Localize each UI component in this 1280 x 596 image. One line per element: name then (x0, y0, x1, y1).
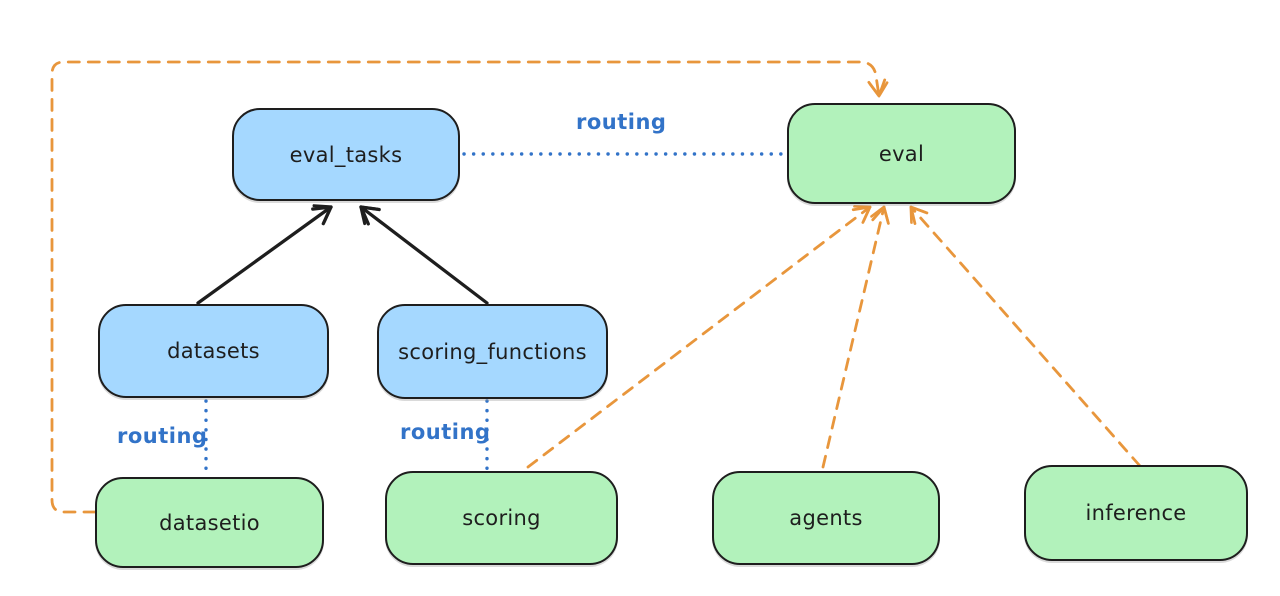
node-datasets: datasets (98, 304, 329, 398)
node-eval-tasks: eval_tasks (232, 108, 460, 201)
edge-datasets-to-eval-tasks (196, 204, 333, 305)
node-scoring-label: scoring (462, 506, 541, 530)
node-eval-label: eval (878, 141, 925, 166)
edge-label-routing-scoring-functions-scoring: routing (400, 420, 491, 444)
edge-label-routing-eval-tasks-eval: routing (576, 110, 667, 134)
node-scoring-functions: scoring_functions (377, 304, 608, 399)
edge-label-routing-datasets-datasetio: routing (117, 424, 208, 448)
node-datasetio: datasetio (95, 477, 324, 568)
node-eval-tasks-label: eval_tasks (289, 142, 403, 167)
node-agents-label: agents (789, 506, 863, 530)
edge-scoring-to-eval-dashed (526, 205, 872, 469)
node-inference: inference (1024, 465, 1248, 561)
edge-datasetio-to-eval-dashed (50, 60, 889, 514)
node-scoring-functions-label: scoring_functions (398, 339, 587, 364)
edge-scoring-functions-to-eval-tasks (359, 205, 489, 305)
edge-inference-to-eval-dashed (909, 205, 1142, 468)
node-datasets-label: datasets (167, 339, 260, 363)
node-datasetio-label: datasetio (159, 510, 260, 535)
edge-agents-to-eval-dashed (821, 205, 890, 469)
node-eval: eval (787, 103, 1016, 204)
node-scoring: scoring (385, 471, 618, 565)
node-agents: agents (712, 471, 940, 565)
node-inference-label: inference (1085, 501, 1187, 525)
